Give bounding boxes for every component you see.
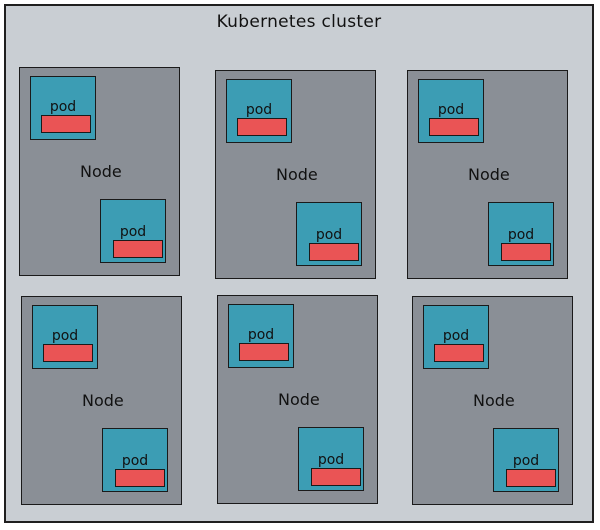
pod-2-2: pod xyxy=(296,202,362,266)
pod-label: pod xyxy=(121,453,149,469)
pod-6-2: pod xyxy=(493,428,559,492)
pod-label: pod xyxy=(512,453,540,469)
node-label: Node xyxy=(473,391,515,410)
pod-6-1: pod xyxy=(423,305,489,369)
node-label: Node xyxy=(276,165,318,184)
pod-1-1: pod xyxy=(30,76,96,140)
pod-label: pod xyxy=(119,224,147,240)
container xyxy=(43,344,93,362)
pod-4-2: pod xyxy=(102,428,168,492)
pod-4-1: pod xyxy=(32,305,98,369)
container xyxy=(239,343,289,361)
pod-label: pod xyxy=(315,227,343,243)
node-label: Node xyxy=(80,162,122,181)
pod-label: pod xyxy=(317,452,345,468)
container xyxy=(113,240,163,258)
node-6: pod Node pod xyxy=(412,296,573,505)
pod-3-2: pod xyxy=(488,202,554,266)
node-4: pod Node pod xyxy=(21,296,182,505)
container xyxy=(41,115,91,133)
node-2: pod Node pod xyxy=(215,70,376,279)
kubernetes-cluster: Kubernetes cluster pod Node pod pod Node… xyxy=(4,4,594,523)
container xyxy=(506,469,556,487)
container xyxy=(311,468,361,486)
cluster-title: Kubernetes cluster xyxy=(216,12,382,32)
pod-label: pod xyxy=(51,328,79,344)
pod-3-1: pod xyxy=(418,79,484,143)
pod-label: pod xyxy=(442,328,470,344)
container xyxy=(115,469,165,487)
container xyxy=(434,344,484,362)
pod-2-1: pod xyxy=(226,79,292,143)
container xyxy=(237,118,287,136)
container xyxy=(501,243,551,261)
node-label: Node xyxy=(278,390,320,409)
pod-label: pod xyxy=(437,102,465,118)
node-5: pod Node pod xyxy=(217,295,378,504)
pod-1-2: pod xyxy=(100,199,166,263)
pod-5-2: pod xyxy=(298,427,364,491)
node-1: pod Node pod xyxy=(19,67,180,276)
node-label: Node xyxy=(82,391,124,410)
container xyxy=(429,118,479,136)
container xyxy=(309,243,359,261)
node-label: Node xyxy=(468,165,510,184)
pod-5-1: pod xyxy=(228,304,294,368)
pod-label: pod xyxy=(247,327,275,343)
pod-label: pod xyxy=(507,227,535,243)
pod-label: pod xyxy=(245,102,273,118)
pod-label: pod xyxy=(49,99,77,115)
node-3: pod Node pod xyxy=(407,70,568,279)
